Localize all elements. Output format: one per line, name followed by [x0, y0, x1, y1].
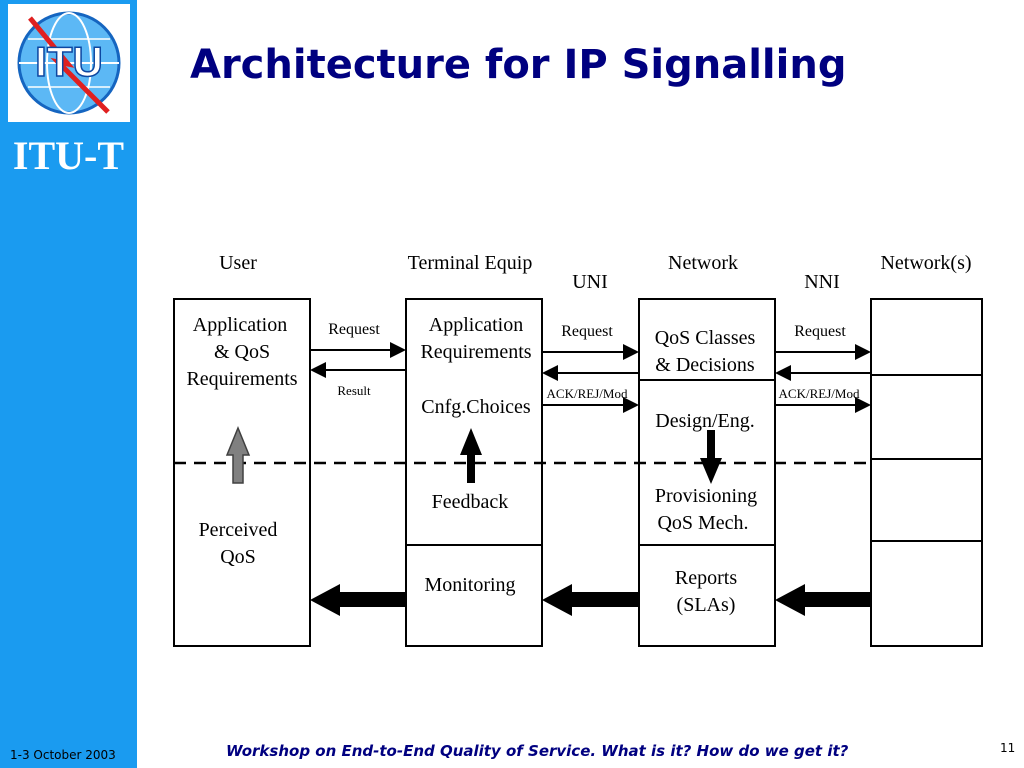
header-networks: Network(s) — [880, 252, 971, 274]
terminal-app-req-line1: Application — [429, 314, 523, 336]
label-request-nni: Request — [794, 323, 846, 340]
network-design-eng: Design/Eng. — [655, 410, 754, 432]
date-label: 1-3 October 2003 — [10, 748, 116, 762]
label-request-uni: Request — [561, 323, 613, 340]
network-reports-line1: Reports — [675, 567, 737, 589]
feedback-up-arrow — [460, 428, 482, 483]
footer-text: Workshop on End-to-End Quality of Servic… — [226, 742, 849, 760]
slide-title: Architecture for IP Signalling — [190, 42, 847, 88]
user-app-qos-line2: & QoS — [214, 341, 270, 363]
terminal-monitoring: Monitoring — [424, 574, 515, 596]
terminal-feedback: Feedback — [432, 491, 509, 513]
logo-text: ITU — [35, 38, 103, 85]
brand-label: ITU-T — [12, 133, 125, 178]
terminal-cnfg-choices: Cnfg.Choices — [421, 396, 531, 418]
label-ack-nni: ACK/REJ/Mod — [779, 386, 860, 401]
network-reports-line2: (SLAs) — [677, 594, 736, 616]
label-uni: UNI — [572, 271, 608, 293]
network-provisioning-line2: QoS Mech. — [657, 512, 748, 534]
user-perceived-line2: QoS — [220, 546, 256, 568]
network-qos-line2: & Decisions — [655, 354, 755, 376]
lightning-bolt-icon — [28, 16, 110, 114]
monitoring-to-user-arrow — [310, 584, 406, 616]
networks-to-network-arrow — [775, 584, 871, 616]
label-result-user: Result — [337, 383, 371, 398]
header-user: User — [219, 252, 257, 274]
network-qos-line1: QoS Classes — [655, 327, 756, 349]
label-request-user: Request — [328, 321, 380, 338]
reports-to-terminal-arrow — [542, 584, 639, 616]
label-ack-uni: ACK/REJ/Mod — [547, 386, 628, 401]
user-app-qos-line3: Requirements — [186, 368, 297, 390]
label-nni: NNI — [804, 271, 840, 293]
user-perceived-line1: Perceived — [199, 519, 278, 541]
network-provisioning-line1: Provisioning — [655, 485, 757, 507]
gray-up-arrow — [225, 426, 251, 484]
networks-box — [870, 298, 983, 647]
design-down-arrow — [700, 430, 722, 484]
sidebar: ITU ITU-T 1-3 October 2003 — [0, 0, 137, 768]
itu-globe-logo: ITU — [8, 4, 130, 122]
page-number: 11 — [1000, 741, 1016, 755]
user-app-qos-line1: Application — [193, 314, 287, 336]
header-network: Network — [668, 252, 738, 274]
terminal-app-req-line2: Requirements — [420, 341, 531, 363]
header-terminal-equip: Terminal Equip — [408, 252, 533, 274]
